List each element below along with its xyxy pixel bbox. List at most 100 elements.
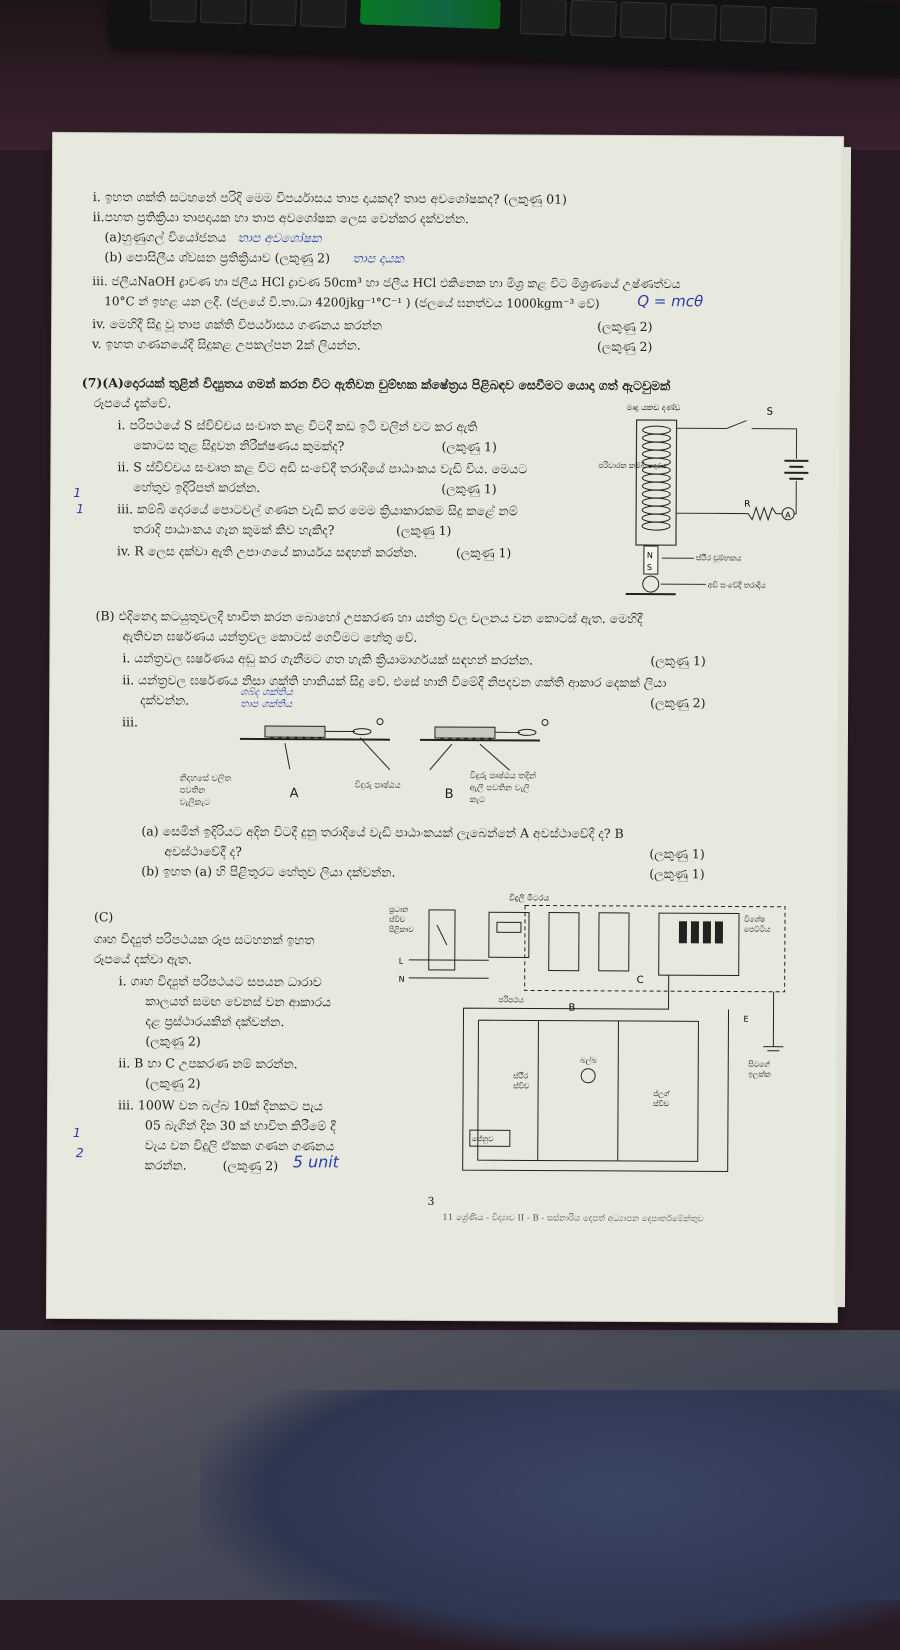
switch-s	[677, 420, 747, 428]
fig-label-c: C	[637, 975, 644, 986]
electromagnet-figure: මෘදු යකඩ දණ්ඩ S පරිවාරක කම්බි දොරය	[596, 398, 822, 599]
q7b-iii: iii.	[122, 714, 138, 730]
background-fabric	[0, 1330, 900, 1600]
handwritten-answer: තාප අවශෝෂක	[238, 230, 322, 246]
electricity-meter	[489, 912, 529, 957]
fig-label-bulb: බල්බ	[580, 1055, 597, 1066]
hook-a	[377, 719, 383, 725]
spring-balance-b	[518, 729, 536, 735]
q7c-intro: ගෘහ විද්‍යුත් පරිපථයක රූප සටහනක් ඉහත	[94, 931, 315, 948]
fig-label-fixed-switch: ස්විච	[513, 1080, 530, 1090]
balance-dial	[643, 576, 659, 592]
q-part1-v: v. ඉහත ගණනයේදී සිදුකළ උපකල්පන 2ක් ලියන්න…	[92, 336, 361, 353]
marks-label: (ලකුණු 2)	[597, 319, 652, 335]
margin-score: 1	[73, 485, 81, 500]
fig-label-sand-a: නිදහසේ චලිත	[180, 774, 232, 784]
surface-b	[420, 740, 540, 741]
q7b-a-line1: (a) සෙමින් ඉදිරියට අදින විටදී දුනු තරාදි…	[141, 823, 623, 842]
q7a-ii-line1: ii. S ස්විච්චය සංවෘත කළ විට අඩි සංවේදී ත…	[117, 459, 527, 477]
q-part1-i: i. ඉහත ශක්ති සටහනේ පරිදි මෙම විපර්යාසය ත…	[93, 189, 567, 207]
q7c-ii: ii. B හා C උපකරණ නම් කරන්න.	[118, 1055, 297, 1072]
q7a-i-line2: කොටස තුළ සිදුවන නිරීක්ෂණය කුමක්ද?	[133, 437, 344, 454]
q7b-intro-line2: ඇතිවන ඝර්ෂණය යන්ත්‍රවල කොටස් ගෙවීමට හේතු…	[122, 628, 417, 646]
pointer-line	[430, 744, 452, 770]
marks-label: (ලකුණු 1)	[649, 846, 704, 862]
paper-edge	[835, 147, 851, 1307]
surface-a	[240, 739, 390, 740]
fig-label-earth: ඉලක්ක	[748, 1069, 772, 1080]
q-part1-iii-line1: iii. ජලීයNaOH ද්‍රාවණ හා ජලීය HCl ද්‍රාව…	[92, 273, 680, 292]
fig-label-socket: පේනුව	[472, 1133, 494, 1143]
fig-label-special-box: විශේෂ	[744, 913, 766, 923]
keyboard-key	[570, 0, 617, 37]
fig-label-magnet: ස්ථිර චුම්භකය	[696, 552, 742, 562]
marks-label: (ලකුණු 2)	[597, 339, 652, 355]
q7c-i-line2: කාලයත් සමඟ වෙනස් වන ආකාරය	[146, 993, 332, 1010]
q-part1-iia: (a)හුණුගල් වියෝජනය	[105, 229, 227, 246]
handwritten-answer: තාප දායක	[352, 251, 403, 267]
q7a-i-line1: i. පරිපථයේ S ස්විච්චය සංවෘත කළ විටදී කඩ …	[118, 417, 478, 435]
q-part1-iv: iv. මෙහිදී සිදු වූ තාප ශක්ති විපර්යාසය ග…	[92, 316, 382, 334]
pointer-line	[360, 738, 390, 770]
marks-label: (ලකුණු 1)	[456, 545, 511, 561]
q7a-intro-line2: රූපයේ දැක්වේ.	[94, 395, 172, 411]
fig-label-b: B	[445, 787, 454, 802]
fig-label-n: N	[399, 975, 405, 984]
marks-label: (ලකුණු 1)	[649, 866, 704, 882]
q7b-b: (b) ඉහත (a) හි පිළිතුරට හේතුව ලියා දක්වන…	[141, 863, 395, 880]
wire	[538, 1020, 539, 1160]
fig-label-plug-switch: ස්විච	[653, 1098, 670, 1108]
fig-label-l: L	[399, 957, 404, 966]
meter-display	[497, 922, 521, 932]
q7c-iii-line2: 05 බැගින් දින 30 ක් භාවිත කිරීමේ දී	[145, 1117, 336, 1134]
pointer-line	[285, 743, 290, 769]
household-circuit-figure: විදුලි මීටරය ප්‍රධාන ස්විච පිළිකාව විශේෂ…	[388, 890, 810, 1192]
fig-label-special-box: පෙට්ටිය	[744, 925, 771, 934]
q7c-i-line3: දළ ප්‍රස්ථාරයකින් දක්වන්න.	[145, 1013, 284, 1030]
q7c-iii-line4: කරන්න.	[145, 1157, 187, 1173]
hook-b	[542, 720, 548, 726]
fig-label-plug-switch: ප්ලග්	[653, 1088, 670, 1099]
main-switch	[437, 925, 447, 945]
q7c-head: (C)	[94, 909, 113, 925]
q7a-ii-line2: හේතුව ඉදිරිපත් කරන්න.	[133, 479, 260, 496]
keyboard-key	[150, 0, 197, 23]
keyboard-key	[520, 0, 567, 36]
keyboard-key	[770, 7, 817, 45]
fig-label-meter: විදුලි මීටරය	[509, 893, 549, 903]
fig-label-glass: විදුරු පෘෂ්ඨය	[355, 781, 401, 791]
fig-label-main-switch: ස්විච	[389, 914, 406, 924]
fig-label-earth: සිටගේ	[748, 1059, 771, 1069]
q7b-a-line2: අවස්ථාවේදී ද?	[164, 844, 242, 860]
page-footer: 11 ශ්‍රේණිය - විද්‍යාව II - B - සස්නාරිය…	[442, 1213, 703, 1224]
q7b-intro: (B) එදිනෙදා කටයුතුවලදී භාවිත කරන බොහෝ උප…	[96, 608, 643, 627]
margin-score: 1	[76, 501, 84, 516]
keyboard-key	[620, 2, 667, 40]
q7b-i: i. යන්ත්‍රවල ඝර්ෂණය අඩු කර ගැනීමට ගත හැක…	[122, 650, 533, 668]
device-b	[549, 913, 579, 971]
q7a-iii-line1: iii. කම්බි දොරයේ පොටවල් ගණන වැඩි කර මෙම …	[117, 501, 518, 519]
fig-label-circuit: පරිපථය	[499, 995, 525, 1004]
keyboard-key	[720, 5, 767, 43]
exam-paper: i. ඉහත ශක්ති සටහනේ පරිදි මෙම විපර්යාසය ත…	[47, 133, 843, 1322]
fig-label-sand-a: වැලිකැට	[180, 798, 210, 808]
page-number: 3	[427, 1195, 434, 1208]
fig-label-sand-b: ඇලී පවතින වැලි	[470, 783, 530, 793]
coil-windings	[642, 426, 671, 530]
fig-label-r: R	[744, 500, 750, 510]
q-part1-iib: (b) පොසිලීය ශ්වසන ප්‍රතික්‍රියාව (ලකුණු …	[104, 249, 330, 266]
fig-label-n: N	[647, 551, 653, 560]
q7b-ii-line1: ii. යන්ත්‍රවල ඝර්ෂණය නිසා ශක්ති හානියක් …	[122, 672, 666, 691]
keyboard-key	[300, 0, 347, 28]
marks-label: (ලකුණු 1)	[441, 439, 496, 455]
marks-label: (ලකුණු 2)	[145, 1033, 200, 1049]
marks-label: (ලකුණු 1)	[396, 523, 451, 539]
handwritten-formula: Q = mcθ	[637, 293, 703, 309]
keyboard-backlight	[360, 0, 501, 29]
keyboard-key	[670, 3, 717, 41]
marks-label: (ලකුණු 2)	[650, 695, 705, 711]
wire	[618, 1021, 619, 1161]
fig-label-balance: අඩි සංවේදී තරාදිය	[708, 580, 767, 590]
fig-label-main-switch: ප්‍රධාන	[388, 905, 409, 914]
marks-label: (ලකුණු 2)	[145, 1075, 200, 1091]
